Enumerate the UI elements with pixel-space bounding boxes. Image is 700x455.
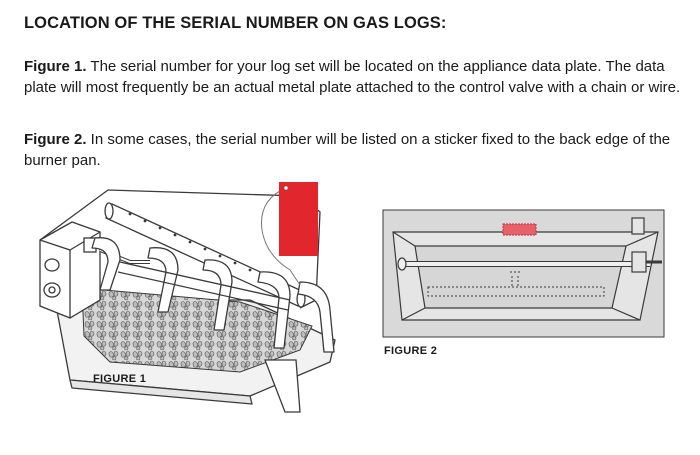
paragraph-figure-1: Figure 1. The serial number for your log…: [24, 56, 684, 98]
paragraph-text: The serial number for your log set will …: [24, 58, 681, 96]
front-rail: [264, 359, 301, 413]
control-valve: [39, 221, 101, 319]
figure-2-label: FIGURE 2: [384, 345, 438, 357]
paragraph-text: In some cases, the serial number will be…: [24, 131, 671, 169]
paragraph-lead: Figure 1.: [24, 58, 87, 75]
paragraph-figure-2: Figure 2. In some cases, the serial numb…: [24, 129, 684, 171]
log-grate: [91, 237, 335, 353]
burner-pan: [392, 217, 662, 321]
data-plate-chain: [261, 187, 301, 286]
serial-number-sticker: [502, 223, 537, 236]
data-plate: [279, 182, 318, 256]
paragraph-lead: Figure 2.: [24, 131, 87, 148]
figure-1-label: FIGURE 1: [93, 373, 147, 385]
page-heading: LOCATION OF THE SERIAL NUMBER ON GAS LOG…: [24, 14, 447, 32]
burner-tube: [104, 202, 306, 308]
